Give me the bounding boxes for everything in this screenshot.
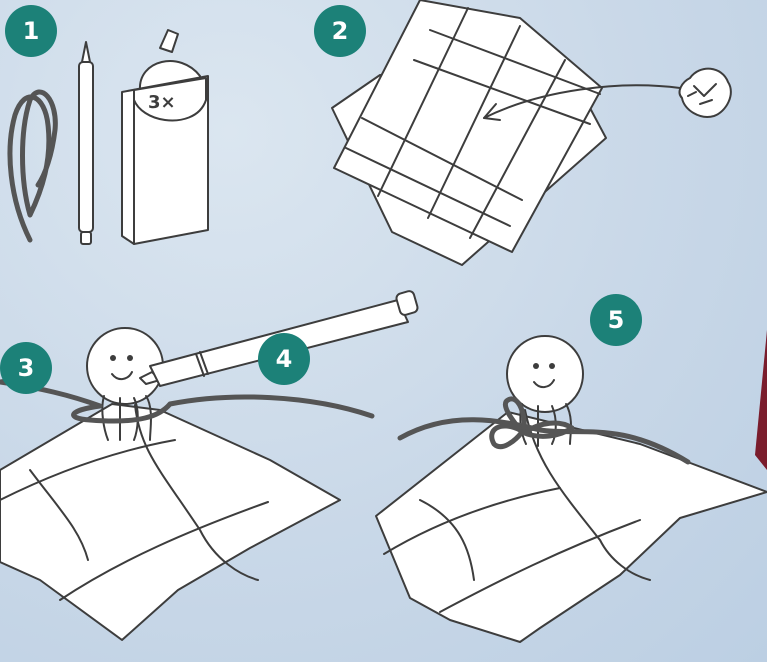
string-icon xyxy=(10,92,55,240)
marker-pen-icon xyxy=(79,42,93,244)
step-1-number: 1 xyxy=(23,17,40,45)
tissue-pack-icon xyxy=(122,30,208,244)
step-3-number: 3 xyxy=(18,354,35,382)
step-2-number: 2 xyxy=(332,17,349,45)
step-1-badge: 1 xyxy=(5,5,57,57)
tissue-sheets-icon xyxy=(332,0,606,265)
maroon-edge xyxy=(755,330,767,470)
step-4-number: 4 xyxy=(276,345,293,373)
step-5-number: 5 xyxy=(608,306,625,334)
step-5-badge: 5 xyxy=(590,294,642,346)
tissue-pack-count: 3× xyxy=(148,92,176,113)
paper-ball-icon xyxy=(680,69,731,117)
ghost-right-icon xyxy=(376,336,767,642)
step-3-badge: 3 xyxy=(0,342,52,394)
step-2-badge: 2 xyxy=(314,5,366,57)
step-4-badge: 4 xyxy=(258,333,310,385)
cord-left xyxy=(0,380,372,421)
